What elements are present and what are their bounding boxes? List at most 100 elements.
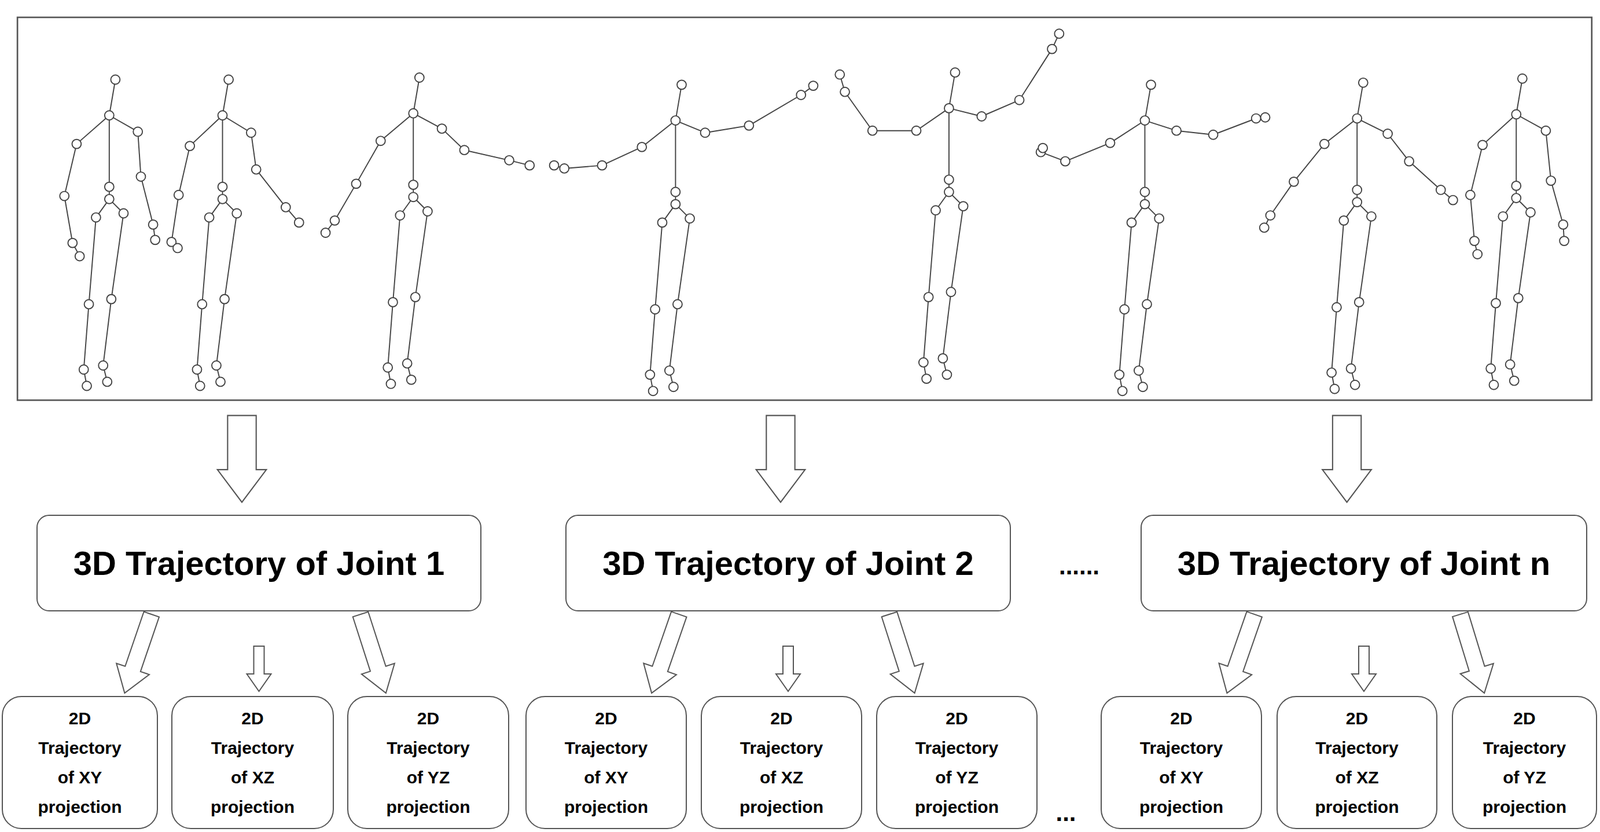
joint-dot: [192, 364, 202, 374]
joint-dot: [211, 360, 222, 370]
bone-line: [1176, 130, 1213, 135]
box-text: 3D Trajectory of Joint n: [1166, 542, 1563, 584]
joint-dot: [84, 299, 94, 309]
joint-dot: [79, 364, 89, 374]
bone-line: [1144, 84, 1151, 121]
joint-dot: [106, 294, 116, 304]
bone-line: [1270, 181, 1294, 216]
bone-line: [76, 115, 109, 144]
joint-dot: [524, 160, 535, 171]
joint-dot: [223, 75, 234, 85]
bone-line: [178, 145, 190, 196]
bone-line: [669, 303, 678, 371]
hollow-arrow: [1219, 611, 1263, 693]
bone-line: [1515, 113, 1517, 186]
bone-line: [464, 149, 510, 161]
projection-box: 2D Trajectory of XY projection: [525, 695, 687, 829]
box-text: 3D Trajectory of Joint 1: [61, 542, 456, 584]
joint-dot: [102, 376, 112, 386]
bone-line: [1550, 180, 1563, 225]
joint-dot: [251, 164, 261, 175]
joint-dot: [1289, 177, 1299, 187]
bone-line: [1324, 118, 1357, 145]
joint-dot: [1383, 129, 1393, 139]
joint-dot: [218, 194, 228, 204]
bone-line: [1387, 133, 1410, 162]
joint-dot: [1469, 236, 1480, 246]
joint-dot: [459, 145, 469, 155]
box-text: 2D Trajectory of XY projection: [554, 703, 659, 822]
bone-line: [216, 299, 225, 366]
joint-dot: [1251, 113, 1261, 124]
joint-dot: [148, 219, 158, 230]
joint-dot: [668, 381, 679, 392]
joint-dot: [1558, 219, 1568, 230]
joint-dot: [700, 127, 711, 138]
bone-line: [1293, 144, 1325, 182]
joint-dot: [1513, 293, 1524, 303]
bone-line: [649, 309, 656, 375]
box-text: 2D Trajectory of XY projection: [1129, 703, 1234, 822]
joint-dot: [1352, 197, 1362, 207]
box-text: 3D Trajectory of Joint 2: [590, 542, 985, 584]
joint-dot: [1127, 217, 1137, 227]
joint-dot: [597, 160, 608, 171]
bone-line: [251, 132, 257, 169]
joint-dot: [185, 141, 195, 151]
joint-dot: [218, 110, 228, 120]
bone-line: [380, 113, 414, 142]
box-text: 2D Trajectory of XZ projection: [200, 703, 305, 822]
ellipsis-label: ......: [1058, 553, 1100, 579]
bone-line: [1510, 298, 1519, 365]
joint-dot: [321, 227, 331, 238]
joint-dot: [195, 381, 205, 391]
joint-dot: [796, 90, 806, 100]
joint-dot: [408, 108, 418, 119]
bone-line: [412, 113, 414, 185]
bone-line: [1470, 195, 1475, 241]
joint-dot: [376, 135, 386, 146]
joint-dot: [1146, 79, 1156, 90]
joint-dot: [1140, 115, 1150, 125]
joint-dot: [559, 163, 569, 174]
joint-dot: [944, 174, 954, 185]
projection-box: 2D Trajectory of XY projection: [1100, 695, 1263, 829]
joint-dot: [672, 299, 683, 309]
joint-dot: [1260, 112, 1271, 123]
bone-line: [83, 303, 90, 370]
joint-dot: [1505, 359, 1515, 370]
joint-dot: [1119, 304, 1129, 314]
bone-line: [950, 206, 963, 292]
joint-dot: [867, 126, 878, 136]
joint-dot: [637, 142, 647, 152]
bone-line: [64, 196, 73, 244]
joint-dot: [1142, 299, 1152, 309]
joint-dot: [976, 111, 987, 121]
joint-dot: [294, 217, 304, 227]
bone-line: [1110, 120, 1146, 143]
bone-line: [111, 213, 124, 300]
joint-dot: [946, 287, 956, 297]
joint-dot: [1465, 190, 1476, 200]
bone-line: [675, 84, 682, 121]
joint-dot: [1105, 138, 1116, 148]
joint-dot: [1491, 298, 1501, 308]
joint-dot: [911, 126, 922, 136]
bone-line: [674, 120, 676, 192]
joint-dot: [1346, 363, 1356, 374]
bone-line: [1482, 113, 1517, 145]
bone-line: [109, 79, 116, 116]
joint-dot: [218, 182, 228, 192]
bone-line: [928, 210, 936, 297]
bone-line: [1146, 218, 1160, 304]
bone-line: [1331, 307, 1337, 373]
joint-dot: [75, 251, 85, 261]
joint-dot: [1114, 369, 1124, 380]
bone-line: [844, 92, 873, 131]
bone-line: [1356, 118, 1358, 190]
bone-line: [1144, 120, 1146, 192]
bone-line: [256, 169, 286, 208]
joint-dot: [1498, 211, 1508, 222]
bone-line: [1409, 161, 1441, 190]
bone-line: [171, 195, 179, 242]
